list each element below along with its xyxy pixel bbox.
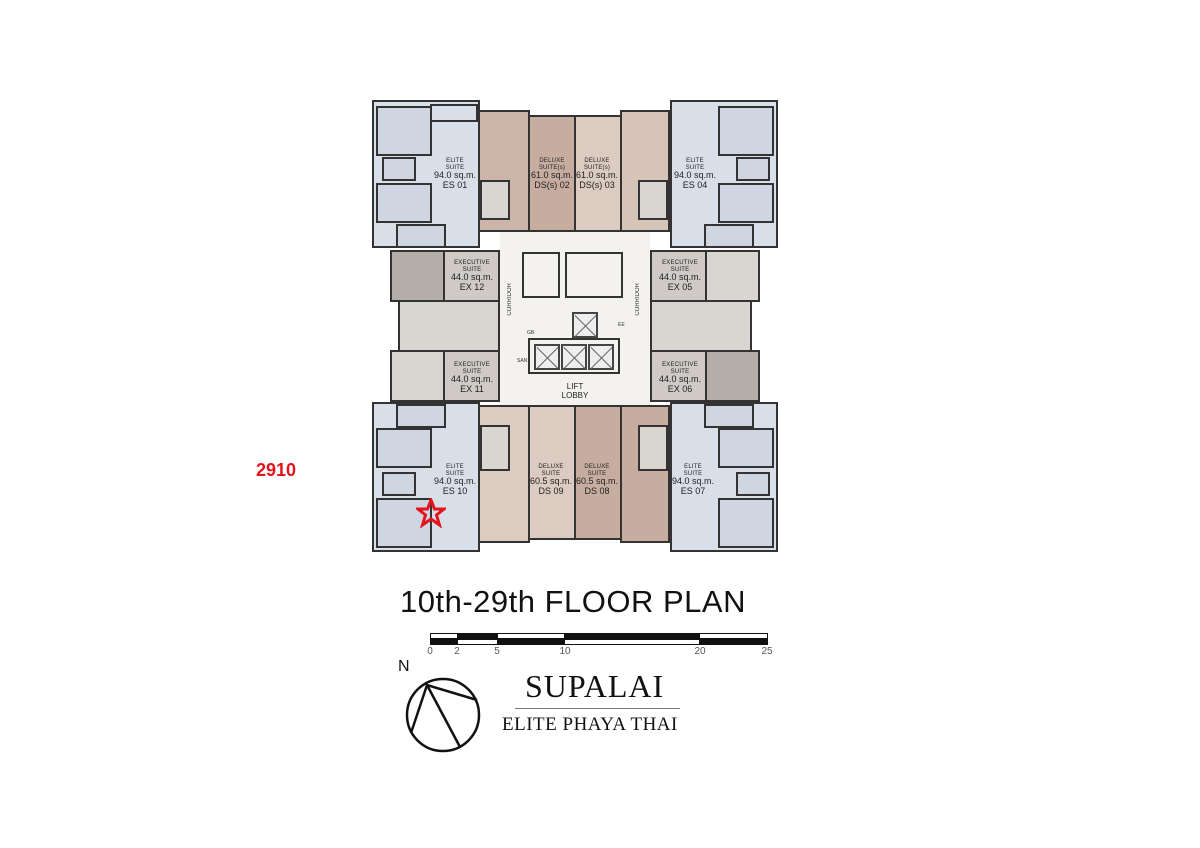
room <box>718 106 774 156</box>
bathroom <box>638 180 668 220</box>
corridor-label-left: CORRIDOR <box>507 283 513 316</box>
unit-ex11[interactable] <box>443 350 500 402</box>
balcony <box>396 404 446 428</box>
san-label: SAN <box>517 358 528 364</box>
lift <box>534 344 560 370</box>
service-lift <box>572 312 598 338</box>
scale-tick: 5 <box>494 646 500 657</box>
room <box>376 106 432 156</box>
scale-tick: 20 <box>694 646 706 657</box>
room <box>718 498 774 548</box>
project-name: ELITE PHAYA THAI <box>502 714 678 735</box>
brand-name: SUPALAI <box>525 668 665 704</box>
bathroom <box>382 472 416 496</box>
bathroom <box>736 472 770 496</box>
scale-bar <box>430 633 768 645</box>
corridor-label-right: CORRIDOR <box>635 283 641 316</box>
balcony <box>704 404 754 428</box>
room <box>718 428 774 468</box>
unit-ex05[interactable] <box>650 250 707 302</box>
bathroom <box>480 180 510 220</box>
scale-tick: 10 <box>559 646 571 657</box>
north-compass-icon <box>405 677 481 753</box>
bathroom <box>736 157 770 181</box>
scale-tick: 2 <box>454 646 460 657</box>
room <box>376 428 432 468</box>
room <box>390 350 445 402</box>
stairwell <box>522 252 560 298</box>
unit-ex06[interactable] <box>650 350 707 402</box>
room <box>650 300 752 352</box>
bathroom <box>382 157 416 181</box>
room <box>718 183 774 223</box>
star-marker-icon <box>416 498 446 528</box>
compass-label: N <box>398 658 410 675</box>
bathroom <box>638 425 668 471</box>
stairwell <box>565 252 623 298</box>
brand-divider <box>515 708 680 709</box>
gb-label: GB <box>527 330 535 336</box>
ee-label: EE <box>618 322 625 328</box>
bathroom <box>480 425 510 471</box>
scale-tick: 0 <box>427 646 433 657</box>
unit-ds02[interactable] <box>528 115 576 232</box>
room <box>390 250 445 302</box>
lift <box>561 344 587 370</box>
unit-ex12[interactable] <box>443 250 500 302</box>
room <box>398 300 500 352</box>
balcony <box>704 224 754 248</box>
room-number-annotation: 2910 <box>256 460 297 480</box>
lift <box>588 344 614 370</box>
room <box>705 350 760 402</box>
room <box>376 183 432 223</box>
room <box>705 250 760 302</box>
balcony <box>396 224 446 248</box>
unit-ds09[interactable] <box>528 405 576 540</box>
floor-plan-title: 10th-29th FLOOR PLAN <box>400 584 746 619</box>
room <box>430 104 478 122</box>
unit-ds08[interactable] <box>574 405 622 540</box>
scale-tick: 25 <box>761 646 773 657</box>
